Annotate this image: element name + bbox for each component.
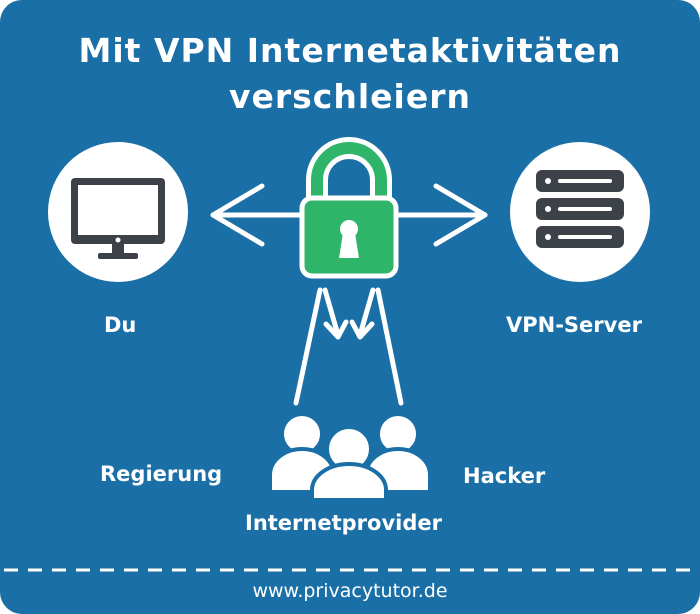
title-line-2: verschleiern: [228, 77, 472, 116]
you-label: Du: [104, 313, 137, 337]
isp-label: Internetprovider: [245, 511, 442, 535]
server-icon: [536, 170, 624, 248]
observer-lines: [293, 287, 404, 406]
government-label: Regierung: [100, 462, 223, 486]
padlock-icon: [299, 137, 399, 279]
left-arrow: [210, 183, 313, 247]
footer-url[interactable]: www.privacytutor.de: [252, 580, 448, 602]
page-title: Mit VPN Internetaktivitäten verschleiern: [0, 28, 700, 120]
hacker-label: Hacker: [463, 464, 546, 488]
title-line-1: Mit VPN Internetaktivitäten: [78, 31, 622, 70]
right-arrow: [385, 183, 488, 247]
monitor-icon: [71, 178, 165, 259]
people-group-icon: [268, 412, 432, 502]
server-label: VPN-Server: [506, 313, 642, 337]
